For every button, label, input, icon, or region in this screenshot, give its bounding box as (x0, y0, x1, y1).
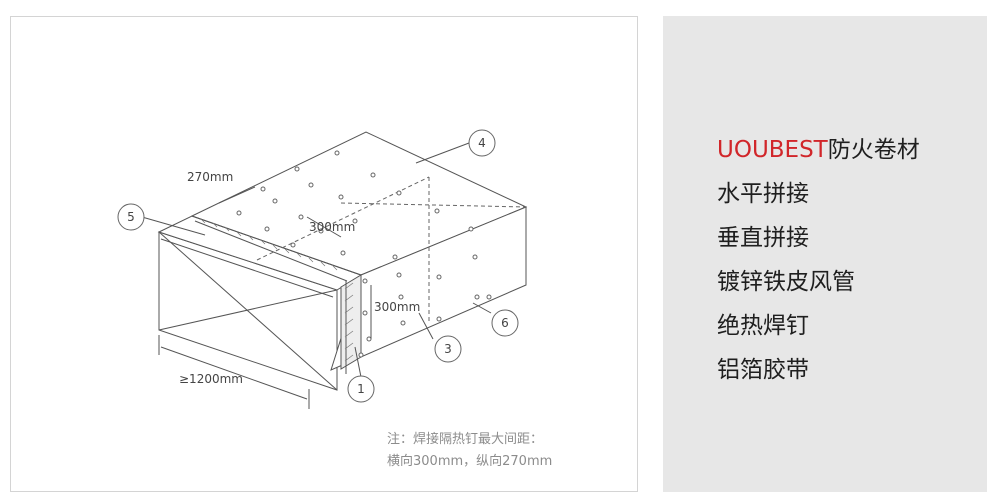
legend-item-text: 镀锌铁皮风管 (717, 269, 855, 295)
legend-item-text: 铝箔胶带 (717, 357, 809, 383)
dimension-300-side-label: 300mm (374, 300, 420, 314)
callout-circles (117, 129, 519, 403)
callout-leaders (141, 142, 492, 378)
legend-list: UOUBEST防火卷材 水平拼接 垂直拼接 镀锌铁皮风管 绝热焊钉 铝箔胶带 (717, 128, 920, 392)
duct-cross-line (158, 289, 338, 331)
legend-item-fire-roll: UOUBEST防火卷材 (717, 128, 920, 172)
diagram-panel: 270mm 300mm 300mm ≥1200mm 5 4 3 6 1 (10, 16, 638, 492)
spacing-note: 注：焊接隔热钉最大间距： 横向300mm，纵向270mm (387, 429, 627, 473)
callout-4-label: 4 (478, 136, 486, 150)
seam-lines (256, 176, 527, 321)
legend-item-insulation-pin: 绝热焊钉 (717, 304, 920, 348)
callout-3 (434, 335, 462, 363)
callout-1-label: 1 (357, 382, 365, 396)
duct-cross-line (158, 231, 338, 391)
callout-1 (347, 375, 375, 403)
legend-item-galvanized-duct: 镀锌铁皮风管 (717, 260, 920, 304)
note-line-1: 注：焊接隔热钉最大间距： (387, 432, 544, 447)
legend-item-horizontal-joint: 水平拼接 (717, 172, 920, 216)
note-line-2: 横向300mm，纵向270mm (387, 454, 553, 469)
insulation-edge (194, 220, 348, 282)
insulation-edge (191, 215, 362, 276)
dimension-270-label: 270mm (187, 170, 233, 184)
insulation-hatching (200, 218, 354, 362)
spacing-270-dimension (218, 186, 256, 204)
legend-item-text: 防火卷材 (827, 137, 920, 163)
spacing-300-top-dimension (306, 216, 342, 238)
insulation-thickness (340, 274, 362, 370)
brand-name: UOUBEST (717, 137, 828, 163)
length-dimension (158, 335, 310, 409)
legend-item-text: 绝热焊钉 (717, 313, 809, 339)
length-label: ≥1200mm (179, 372, 243, 386)
callout-5 (117, 203, 145, 231)
insulation-pins (236, 150, 492, 358)
legend-item-text: 水平拼接 (717, 181, 809, 207)
duct-insulation-diagram: 270mm 300mm 300mm ≥1200mm 5 4 3 6 1 (117, 129, 528, 409)
legend-item-text: 垂直拼接 (717, 225, 809, 251)
callout-3-label: 3 (444, 342, 452, 356)
callout-5-label: 5 (127, 210, 135, 224)
legend-panel: UOUBEST防火卷材 水平拼接 垂直拼接 镀锌铁皮风管 绝热焊钉 铝箔胶带 (663, 16, 987, 492)
callout-6-label: 6 (501, 316, 509, 330)
duct-edge-line (160, 238, 334, 298)
callout-6 (491, 309, 519, 337)
callout-4 (468, 129, 496, 157)
dimension-300-top-label: 300mm (309, 220, 355, 234)
legend-item-foil-tape: 铝箔胶带 (717, 348, 920, 392)
legend-item-vertical-joint: 垂直拼接 (717, 216, 920, 260)
